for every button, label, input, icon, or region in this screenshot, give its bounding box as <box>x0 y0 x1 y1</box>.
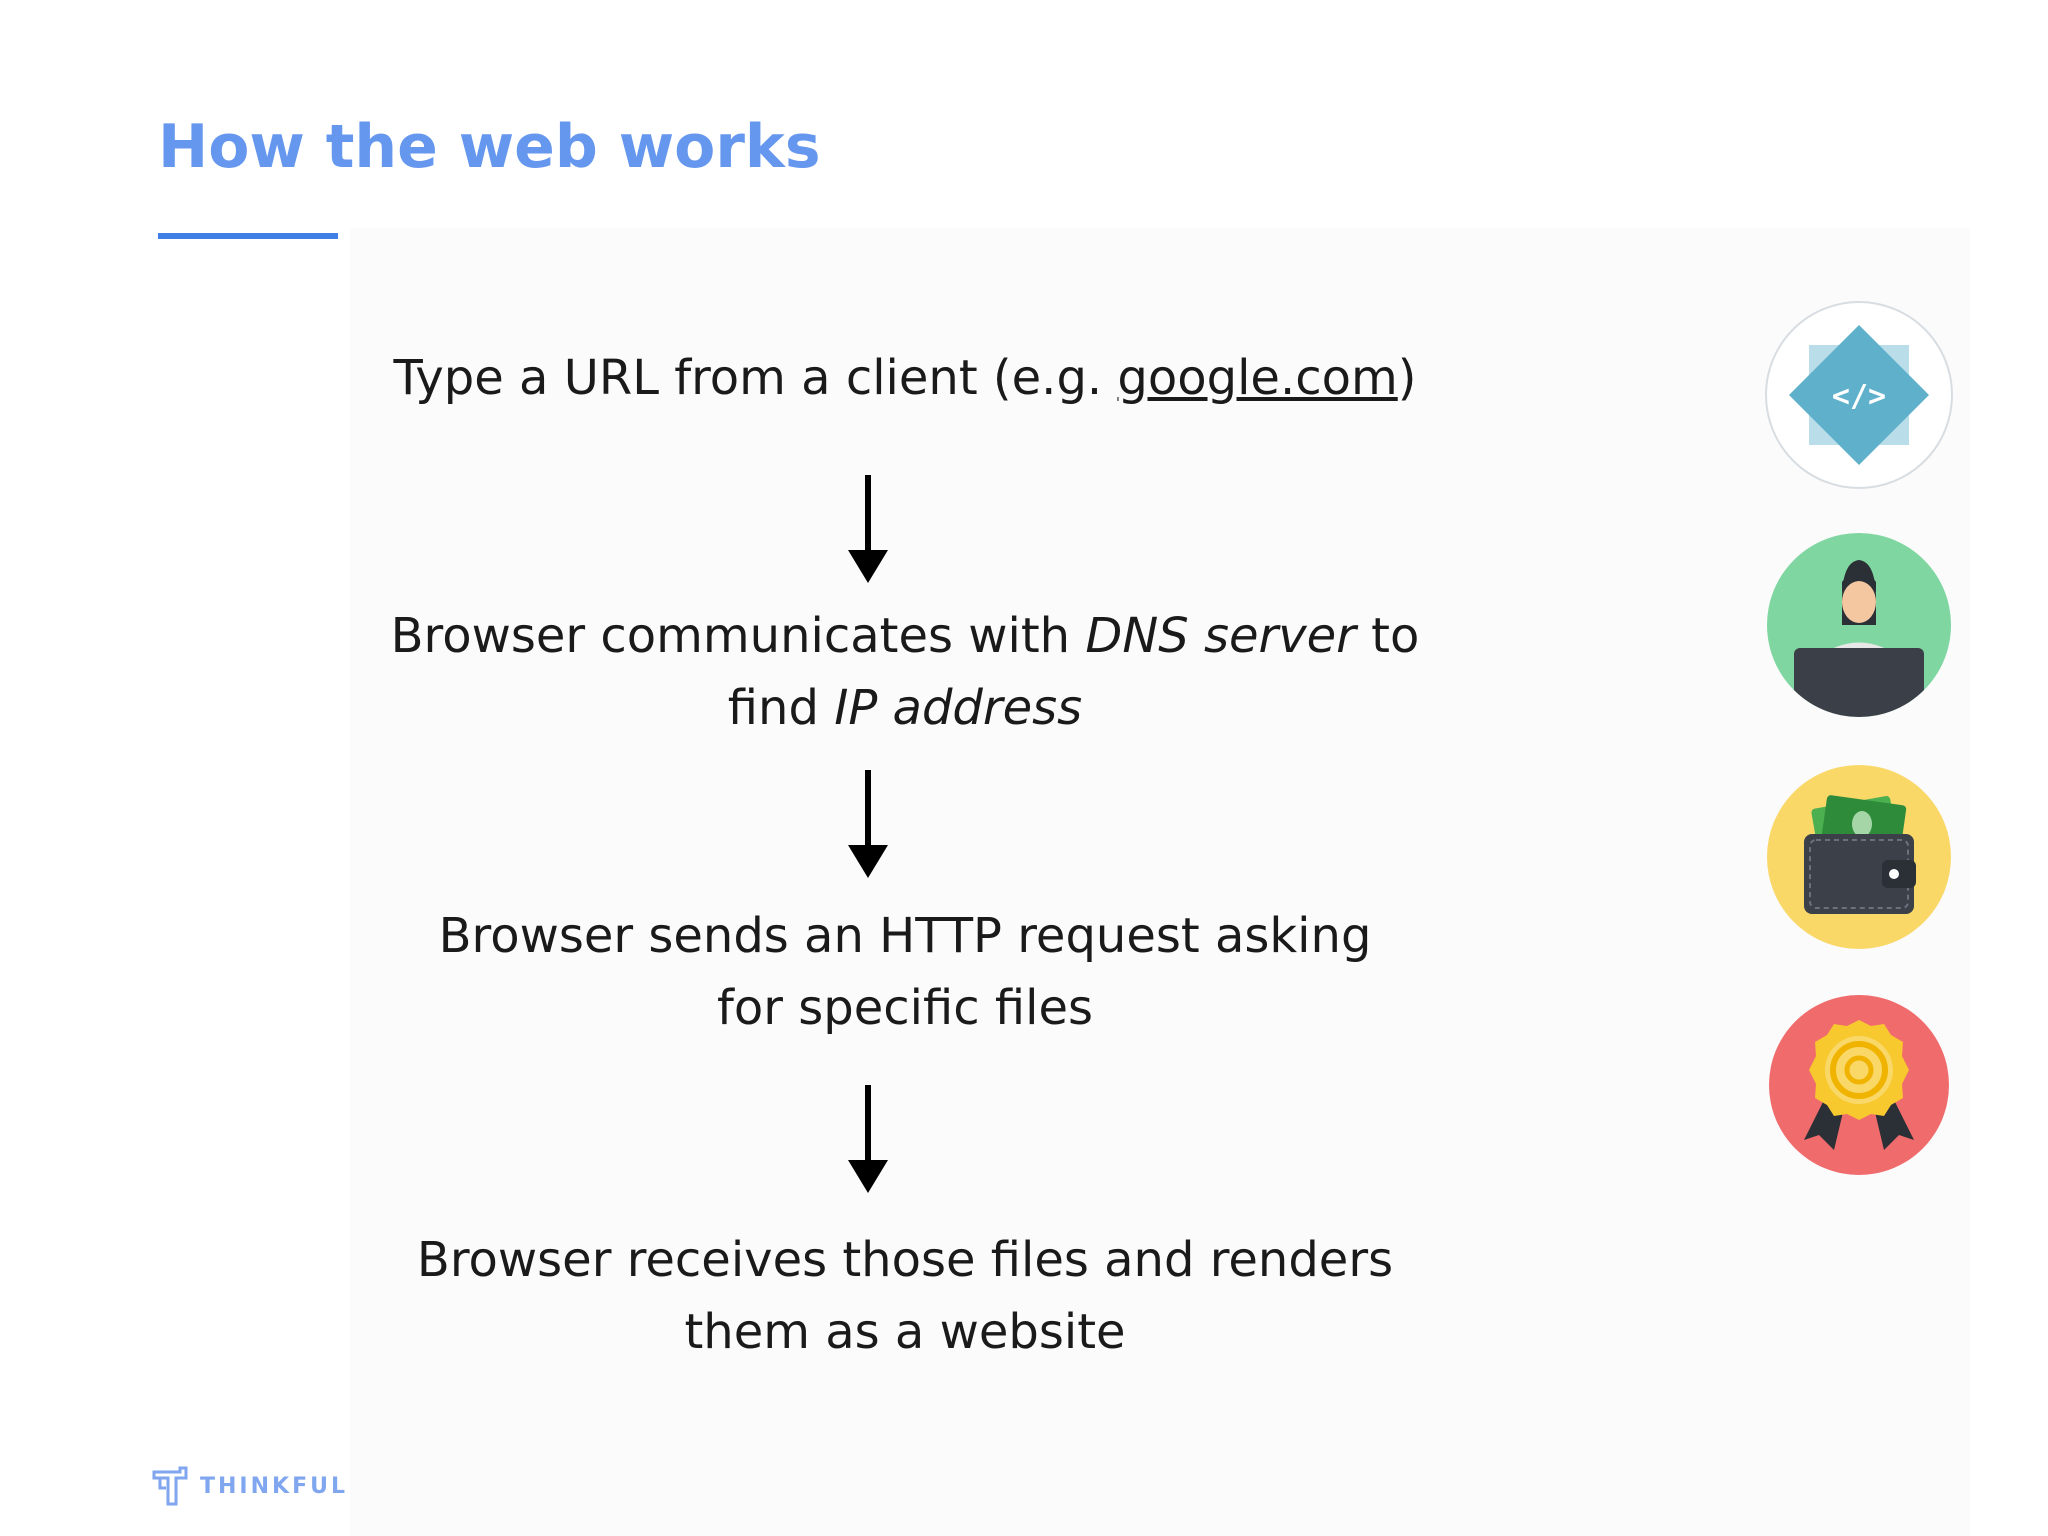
step-4-line-2: them as a website <box>684 1304 1126 1360</box>
step-2-line-2-pre: find <box>727 680 835 736</box>
code-icon: </> <box>1764 300 1954 490</box>
step-2-line-1: Browser communicates with DNS server to <box>360 600 1450 672</box>
thinkful-logo: THINKFUL <box>150 1466 348 1506</box>
title-underline <box>158 233 338 239</box>
step-2-line-1-pre: Browser communicates with <box>390 608 1086 664</box>
step-3-line-1: Browser sends an HTTP request asking <box>438 908 1372 964</box>
arrow-down-icon <box>843 1085 893 1195</box>
dns-server-term: DNS server <box>1085 608 1356 664</box>
thinkful-logo-icon <box>152 1466 188 1506</box>
ip-address-term: IP address <box>834 680 1083 736</box>
wallet-icon <box>1764 762 1954 952</box>
google-link[interactable]: google.com <box>1117 350 1398 406</box>
svg-text:</>: </> <box>1832 379 1886 414</box>
thinkful-wordmark: THINKFUL <box>200 1473 348 1499</box>
step-2-line-2: find IP address <box>360 672 1450 744</box>
arrow-down-icon <box>843 475 893 585</box>
slide-title: How the web works <box>158 112 821 182</box>
content-panel <box>350 228 1970 1536</box>
step-1-text-pre: Type a URL from a client (e.g. <box>393 350 1118 406</box>
step-2-line-1-post: to <box>1355 608 1420 664</box>
award-badge-icon <box>1764 990 1954 1180</box>
step-4-line-1: Browser receives those files and renders <box>416 1232 1394 1288</box>
step-3-line-2: for specific files <box>717 980 1093 1036</box>
step-4: Browser receives those files and renders… <box>360 1224 1450 1368</box>
arrow-down-icon <box>843 770 893 880</box>
step-1-text-post: ) <box>1397 350 1417 406</box>
step-2: Browser communicates with DNS server to … <box>360 600 1450 744</box>
step-3: Browser sends an HTTP request asking for… <box>360 900 1450 1044</box>
step-1: Type a URL from a client (e.g. google.co… <box>360 342 1450 414</box>
user-laptop-icon <box>1764 530 1954 720</box>
